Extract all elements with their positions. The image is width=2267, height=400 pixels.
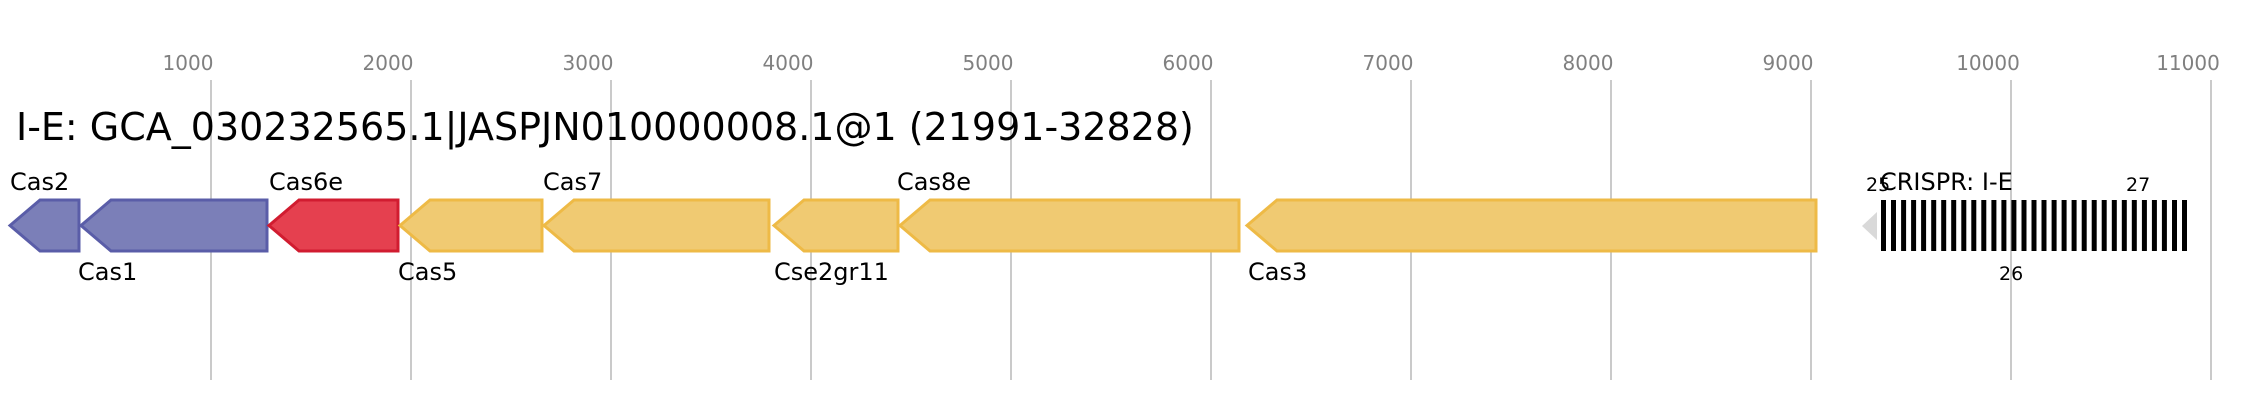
crispr-repeat-bar: [2141, 200, 2147, 251]
crispr-repeat-bar: [1951, 200, 1957, 251]
tick-label-10000: 10000: [1956, 51, 2020, 75]
crispr-repeat-bar: [2071, 200, 2077, 251]
crispr-repeat-bar: [1891, 200, 1896, 251]
crispr-repeat-bar: [2061, 200, 2067, 251]
cas7-label: Cas7: [543, 168, 602, 196]
cas2-label: Cas2: [10, 168, 69, 196]
crispr-repeat-bar: [2041, 200, 2047, 251]
crispr-repeat-bar: [2081, 200, 2087, 251]
crispr-repeat-bar: [2051, 200, 2057, 251]
crispr-repeat-bar: [1991, 200, 1997, 251]
crispr-repeat-bar: [1981, 200, 1987, 251]
tick-label-7000: 7000: [1363, 51, 1414, 75]
crispr-repeat-bar: [2151, 200, 2157, 251]
crispr-repeat-bar: [2131, 200, 2137, 251]
crispr-repeat-bar: [2021, 200, 2027, 251]
crispr-repeat-bar: [2011, 200, 2017, 251]
crispr-repeat-bar: [1881, 200, 1886, 251]
crispr-repeat-bar: [2182, 200, 2187, 251]
tick-label-1000: 1000: [163, 51, 214, 75]
crispr-array: 25 CRISPR: I-E 27 26: [1862, 168, 2187, 285]
crispr-repeat-bar: [1921, 200, 1927, 251]
cas6e-gene-arrow: [266, 198, 400, 253]
cse2gr11-gene-arrow: [771, 198, 900, 253]
tick-label-2000: 2000: [363, 51, 414, 75]
cas3-label: Cas3: [1248, 258, 1307, 286]
crispr-leader-arrow: [1862, 212, 1877, 240]
cas2-gene-arrow: [7, 198, 81, 253]
crispr-left-number: 25: [1866, 174, 1890, 196]
tick-label-6000: 6000: [1163, 51, 1214, 75]
diagram-title: I-E: GCA_030232565.1|JASPJN010000008.1@1…: [16, 105, 1194, 150]
crispr-repeat-bar: [2091, 200, 2097, 251]
crispr-label: CRISPR: I-E: [1880, 168, 2013, 196]
cas8e-gene-arrow: [897, 198, 1241, 253]
crispr-repeat-bar: [2101, 200, 2107, 251]
tick-label-8000: 8000: [1563, 51, 1614, 75]
tick-label-4000: 4000: [763, 51, 814, 75]
tick-label-11000: 11000: [2156, 51, 2220, 75]
tick-label-9000: 9000: [1763, 51, 1814, 75]
crispr-repeat-bars: [1881, 200, 2187, 251]
cas3-gene-arrow: [1244, 198, 1818, 253]
crispr-repeat-bar: [1961, 200, 1967, 251]
cas1-label: Cas1: [78, 258, 137, 286]
crispr-repeat-bar: [1911, 200, 1917, 251]
crispr-repeat-bar: [2031, 200, 2037, 251]
crispr-repeat-bar: [2001, 200, 2007, 251]
crispr-repeat-bar: [2161, 200, 2167, 251]
cse2gr11-label: Cse2gr11: [774, 258, 889, 286]
crispr-right-number: 27: [2126, 174, 2150, 196]
cas8e-label: Cas8e: [897, 168, 971, 196]
crispr-repeat-bar: [2172, 200, 2177, 251]
cas1-gene-arrow: [78, 198, 269, 253]
crispr-repeat-bar: [2121, 200, 2127, 251]
tick-label-3000: 3000: [563, 51, 614, 75]
crispr-repeat-bar: [2111, 200, 2117, 251]
crispr-repeat-bar: [1941, 200, 1947, 251]
cas5-gene-arrow: [397, 198, 544, 253]
axis-tick-labels: 1000 2000 3000 4000 5000 6000 7000 8000 9000 1000…: [163, 51, 2220, 75]
cas6e-label: Cas6e: [269, 168, 343, 196]
crispr-repeat-bar: [1901, 200, 1907, 251]
cas7-gene-arrow: [541, 198, 771, 253]
crispr-repeat-bar: [1931, 200, 1937, 251]
tick-label-5000: 5000: [963, 51, 1014, 75]
crispr-repeat-bar: [1971, 200, 1977, 251]
crispr-bottom-number: 26: [1999, 263, 2023, 285]
cas5-label: Cas5: [398, 258, 457, 286]
